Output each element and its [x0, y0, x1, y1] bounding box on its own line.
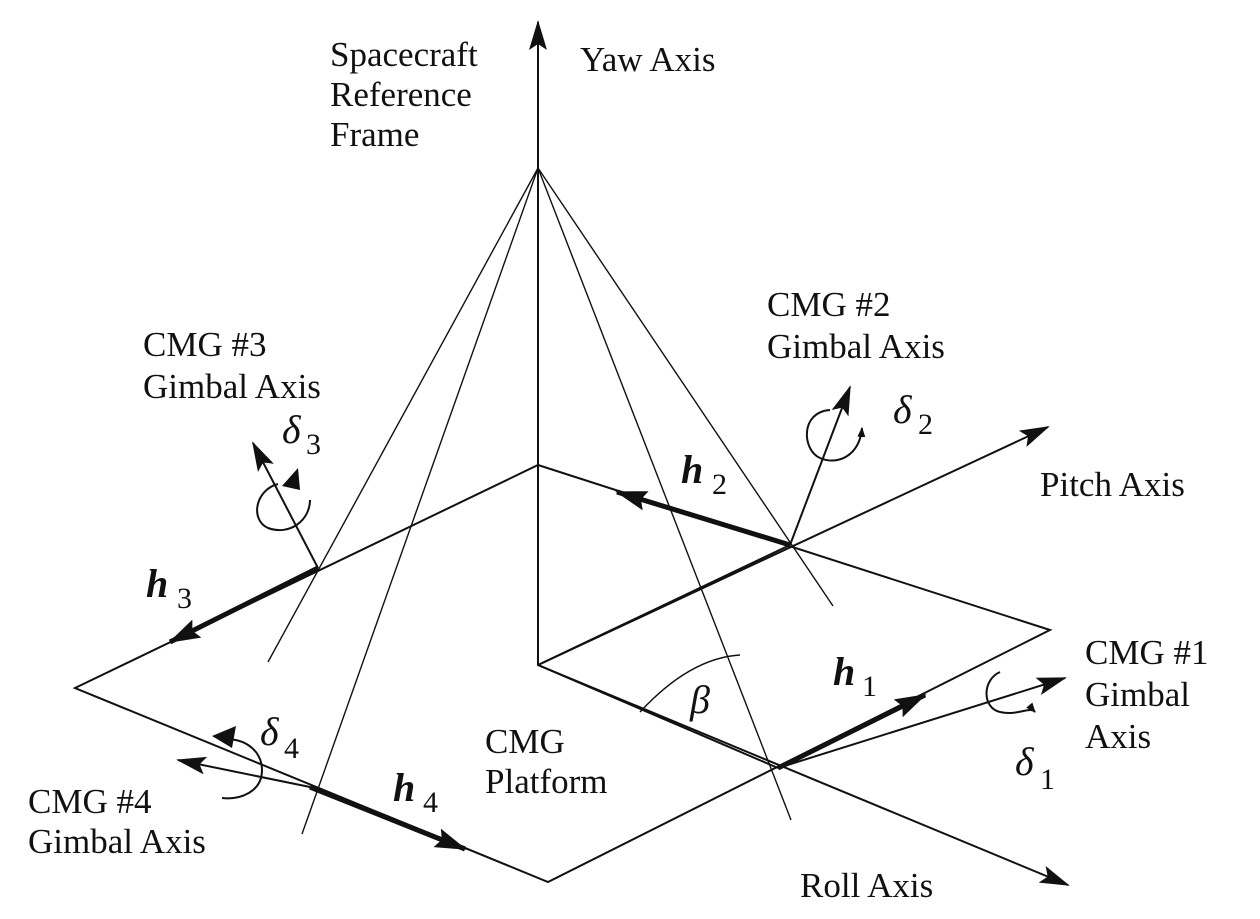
cmg1-label-line2: Gimbal	[1085, 675, 1190, 714]
platform-center-lines	[537, 468, 791, 769]
cmg3-label-line1: CMG #3	[143, 325, 267, 364]
h2-index: 2	[712, 468, 727, 501]
ref-frame-label-line3: Frame	[330, 115, 420, 154]
pitch-axis-line	[537, 426, 1050, 666]
ref-frame-label-line2: Reference	[330, 75, 472, 114]
cmg1-label-line1: CMG #1	[1085, 633, 1209, 672]
cmg2-label-line2: Gimbal Axis	[767, 327, 945, 366]
h2-label: h	[681, 447, 704, 492]
h2-vector	[615, 489, 791, 548]
delta3-label: δ	[282, 407, 301, 452]
delta2-index: 2	[918, 408, 933, 441]
delta4-index: 4	[284, 732, 299, 765]
delta3-index: 3	[306, 428, 321, 461]
pitch-axis-label: Pitch Axis	[1040, 465, 1185, 504]
cmg3-gimbal-axis	[252, 441, 319, 569]
h4-index: 4	[423, 786, 438, 819]
h3-index: 3	[177, 582, 192, 615]
delta2-label: δ	[893, 387, 912, 432]
cmg2-gimbal-axis	[789, 385, 851, 546]
platform-label-line2: Platform	[485, 762, 608, 801]
cmg3-label-line2: Gimbal Axis	[143, 367, 321, 406]
h3-vector	[168, 565, 320, 645]
beta-label: β	[690, 677, 710, 722]
delta4-label: δ	[260, 709, 279, 754]
delta4-rotation-arrow	[212, 726, 264, 800]
delta1-label: δ	[1015, 739, 1034, 784]
platform-label-line1: CMG	[485, 722, 565, 761]
h4-label: h	[393, 765, 416, 810]
h1-label: h	[833, 649, 856, 694]
h3-label: h	[146, 561, 169, 606]
cmg1-label-line3: Axis	[1085, 717, 1152, 756]
cmg4-label-line2: Gimbal Axis	[28, 822, 206, 861]
delta1-rotation-arrow	[985, 671, 1036, 714]
pyramid-edges	[267, 167, 834, 835]
cmg2-label-line1: CMG #2	[767, 285, 891, 324]
cmg1-gimbal-axis	[777, 677, 1067, 769]
beta-arc	[639, 654, 741, 713]
delta2-rotation-arrow	[806, 409, 866, 462]
yaw-axis-label: Yaw Axis	[580, 40, 716, 79]
h1-index: 1	[862, 670, 877, 703]
roll-axis-label: Roll Axis	[800, 866, 934, 905]
h1-vector	[776, 692, 927, 771]
ref-frame-label-line1: Spacecraft	[330, 35, 478, 74]
delta1-index: 1	[1040, 763, 1055, 796]
cmg-platform-outline	[72, 463, 1053, 884]
cmg4-gimbal-axis	[176, 756, 311, 788]
delta3-rotation-arrow	[256, 468, 311, 531]
roll-axis-line	[537, 664, 1070, 886]
h4-vector	[309, 784, 467, 852]
cmg4-label-line1: CMG #4	[28, 782, 152, 821]
